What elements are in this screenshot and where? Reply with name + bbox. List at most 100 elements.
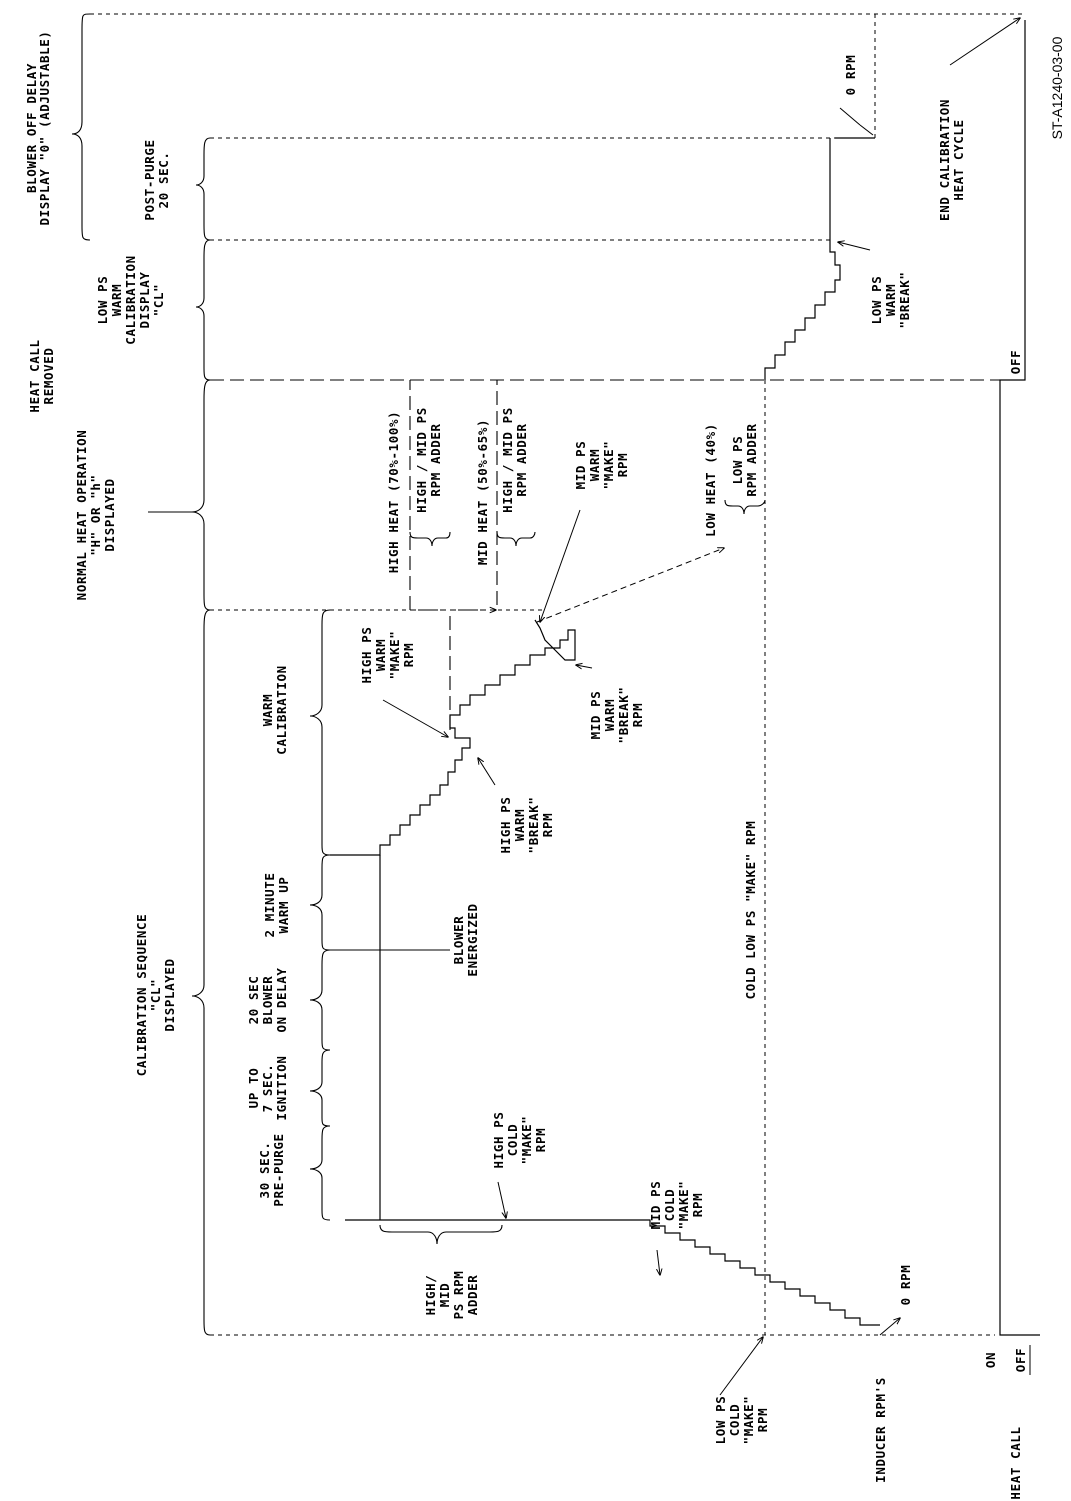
inducer-rpm-trace	[345, 1219, 880, 1326]
svg-text:"MAKE": "MAKE"	[519, 1116, 534, 1165]
phase-braces	[71, 13, 766, 1336]
label-two-minute-warm-up: 2 MINUTE WARM UP	[262, 872, 291, 937]
svg-text:20 SEC.: 20 SEC.	[156, 152, 171, 209]
svg-text:ST-A1240-03-00: ST-A1240-03-00	[1049, 36, 1065, 139]
label-cold-low-ps-make: COLD LOW PS "MAKE" RPM	[743, 821, 758, 1000]
label-low-ps-warm-calibration: LOW PS WARM CALIBRATION DISPLAY "CL"	[95, 255, 166, 344]
svg-text:RPM: RPM	[540, 813, 555, 837]
label-on: ON	[983, 1352, 998, 1368]
svg-text:WARM: WARM	[602, 699, 617, 732]
warm-calibration-trace	[330, 619, 576, 856]
label-zero-rpm-bottom: 0 RPM	[898, 1265, 913, 1306]
svg-text:DISPLAYED: DISPLAYED	[162, 958, 177, 1031]
label-calibration-sequence: CALIBRATION SEQUENCE "CL" DISPLAYED	[134, 914, 177, 1077]
svg-text:RPM ADDER: RPM ADDER	[428, 423, 443, 496]
svg-text:7 SEC.: 7 SEC.	[260, 1064, 275, 1113]
svg-text:HIGH HEAT (70%-100%): HIGH HEAT (70%-100%)	[386, 411, 401, 574]
svg-text:20 SEC: 20 SEC	[246, 976, 261, 1025]
svg-text:"CL": "CL"	[151, 284, 166, 317]
svg-text:"H" OR "h": "H" OR "h"	[88, 474, 103, 555]
svg-text:0 RPM: 0 RPM	[898, 1265, 913, 1306]
svg-text:DISPLAY "0" (ADJUSTABLE): DISPLAY "0" (ADJUSTABLE)	[37, 30, 52, 225]
label-low-heat: LOW HEAT (40%)	[703, 423, 718, 537]
svg-text:COLD LOW PS "MAKE" RPM: COLD LOW PS "MAKE" RPM	[743, 821, 758, 1000]
svg-text:LOW HEAT (40%): LOW HEAT (40%)	[703, 423, 718, 537]
svg-text:RPM: RPM	[690, 1193, 705, 1217]
svg-text:OFF: OFF	[1008, 350, 1023, 374]
label-mid-ps-warm-make: MID PS WARM "MAKE" RPM	[573, 441, 630, 490]
label-mid-ps-warm-break: MID PS WARM "BREAK" RPM	[588, 687, 645, 744]
svg-text:MID PS: MID PS	[648, 1181, 663, 1230]
svg-text:WARM: WARM	[109, 284, 124, 317]
svg-text:BLOWER: BLOWER	[451, 916, 466, 965]
label-low-ps-rpm-adder: LOW PS RPM ADDER	[730, 423, 759, 496]
label-high-mid-adder-1: HIGH / MID PS RPM ADDER	[414, 407, 443, 513]
low-ps-warm-trace	[764, 240, 841, 380]
label-heat-call-removed: HEAT CALL REMOVED	[27, 339, 56, 412]
svg-text:ON DELAY: ON DELAY	[274, 967, 289, 1032]
label-low-ps-warm-break: LOW PS WARM "BREAK"	[869, 272, 912, 329]
svg-text:LOW PS: LOW PS	[869, 276, 884, 325]
label-normal-heat-operation: NORMAL HEAT OPERATION "H" OR "h" DISPLAY…	[74, 430, 117, 601]
label-pre-purge: 30 SEC. PRE-PURGE	[257, 1133, 286, 1206]
svg-text:CALIBRATION: CALIBRATION	[123, 255, 138, 344]
svg-text:HIGH/: HIGH/	[423, 1275, 438, 1316]
label-off-top: OFF	[1008, 350, 1023, 374]
svg-text:30 SEC.: 30 SEC.	[257, 1142, 272, 1199]
label-high-mid-adder-2: HIGH / MID PS RPM ADDER	[500, 407, 529, 513]
svg-text:"BREAK": "BREAK"	[526, 797, 541, 854]
svg-text:0 RPM: 0 RPM	[843, 55, 858, 96]
svg-text:HEAT CYCLE: HEAT CYCLE	[951, 119, 966, 200]
svg-text:REMOVED: REMOVED	[41, 348, 56, 405]
svg-text:ENERGIZED: ENERGIZED	[465, 903, 480, 976]
svg-text:CALIBRATION SEQUENCE: CALIBRATION SEQUENCE	[134, 914, 149, 1077]
svg-text:ADDER: ADDER	[465, 1275, 480, 1316]
rpm-levels	[379, 137, 875, 1335]
svg-text:NORMAL HEAT OPERATION: NORMAL HEAT OPERATION	[74, 430, 89, 601]
svg-text:PRE-PURGE: PRE-PURGE	[271, 1133, 286, 1206]
label-blower-off-delay: BLOWER OFF DELAY DISPLAY "0" (ADJUSTABLE…	[24, 30, 52, 225]
label-high-ps-warm-break: HIGH PS WARM "BREAK" RPM	[498, 797, 555, 854]
svg-text:HIGH PS: HIGH PS	[498, 797, 513, 854]
svg-text:BLOWER OFF DELAY: BLOWER OFF DELAY	[24, 63, 39, 193]
svg-text:WARM: WARM	[587, 449, 602, 482]
svg-text:RPM: RPM	[401, 643, 416, 667]
svg-text:"BREAK": "BREAK"	[616, 687, 631, 744]
svg-text:BLOWER: BLOWER	[260, 976, 275, 1025]
label-warm-calibration: WARM CALIBRATION	[260, 665, 289, 754]
label-high-mid-ps-rpm-adder: HIGH/ MID PS RPM ADDER	[423, 1271, 480, 1320]
svg-text:WARM UP: WARM UP	[276, 877, 291, 934]
phase-boundary-lines	[90, 13, 1025, 1336]
label-inducer-rpms: INDUCER RPM'S	[873, 1377, 888, 1483]
figure-id: ST-A1240-03-00	[1049, 36, 1065, 139]
label-end-calibration: END CALIBRATION HEAT CYCLE	[937, 99, 966, 221]
svg-text:WARM: WARM	[512, 809, 527, 842]
label-heat-call: HEAT CALL	[1008, 1426, 1023, 1499]
label-blower-on-delay: 20 SEC BLOWER ON DELAY	[246, 967, 289, 1032]
svg-text:LOW PS: LOW PS	[95, 276, 110, 325]
label-high-heat: HIGH HEAT (70%-100%)	[386, 411, 401, 574]
svg-text:END CALIBRATION: END CALIBRATION	[937, 99, 952, 221]
svg-text:"BREAK": "BREAK"	[897, 272, 912, 329]
svg-text:ON: ON	[983, 1352, 998, 1368]
svg-text:2 MINUTE: 2 MINUTE	[262, 872, 277, 937]
svg-text:COLD: COLD	[662, 1189, 677, 1222]
label-mid-heat: MID HEAT (50%-65%)	[475, 419, 490, 565]
svg-text:HIGH PS: HIGH PS	[359, 627, 374, 684]
svg-text:RPM ADDER: RPM ADDER	[514, 423, 529, 496]
label-high-ps-warm-make: HIGH PS WARM "MAKE" RPM	[359, 627, 416, 684]
svg-text:UP TO: UP TO	[246, 1068, 261, 1109]
heat-call-signal	[999, 20, 1040, 1336]
svg-text:DISPLAY: DISPLAY	[137, 272, 152, 329]
svg-text:WARM: WARM	[373, 639, 388, 672]
svg-text:COLD: COLD	[505, 1124, 520, 1157]
label-post-purge: POST-PURGE 20 SEC.	[142, 139, 171, 220]
svg-text:IGNITION: IGNITION	[274, 1055, 289, 1120]
svg-text:"MAKE": "MAKE"	[601, 441, 616, 490]
svg-text:RPM ADDER: RPM ADDER	[744, 423, 759, 496]
svg-text:HIGH / MID PS: HIGH / MID PS	[414, 407, 429, 513]
label-high-ps-cold-make: HIGH PS COLD "MAKE" RPM	[491, 1112, 548, 1169]
svg-text:LOW PS: LOW PS	[730, 436, 745, 485]
svg-text:HIGH PS: HIGH PS	[491, 1112, 506, 1169]
